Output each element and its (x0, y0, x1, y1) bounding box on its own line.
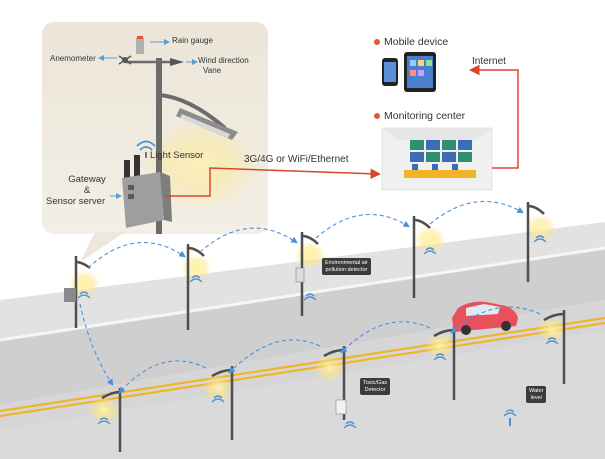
sensor-server-label: Sensor server (46, 196, 106, 207)
mesh-links (79, 201, 541, 394)
toxic-detector-line1: Toxic/Gas (363, 380, 388, 386)
gateway-box (122, 155, 172, 228)
internet-label: Internet (472, 56, 506, 67)
phone-icon (382, 58, 398, 86)
light-sensor-label: Light Sensor (150, 150, 204, 161)
mobile-device-title-text: Mobile device (384, 36, 449, 48)
anemometer-icon (118, 55, 132, 65)
wind-direction-label: Wind direction (198, 56, 249, 65)
mobile-devices (382, 52, 436, 92)
gateway-amp-label: & (83, 185, 91, 196)
mobile-device-title: Mobile device (374, 36, 448, 48)
video-wall (410, 140, 472, 162)
bullet-dot (374, 39, 380, 46)
wifi-signal-icon (136, 140, 156, 151)
monitoring-center-title-text: Monitoring center (384, 110, 466, 122)
vane-label: Vane (203, 66, 222, 75)
toxic-detector-tag: Toxic/Gas Detector (360, 378, 391, 395)
toxic-detector-line2: Detector (364, 386, 386, 393)
monitoring-center (381, 127, 493, 191)
uplink-arrows (165, 64, 519, 197)
car-icon (452, 301, 518, 335)
gateway-label: Gateway (68, 174, 106, 185)
streetlights-front (88, 310, 568, 452)
water-level-line1: Water (529, 388, 544, 394)
bullet-dot (374, 113, 380, 120)
env-detector-line2: pollution detector (325, 266, 368, 273)
wifi-signal-icon (97, 337, 559, 429)
env-detector-line1: Environmental air (325, 260, 368, 266)
monitoring-center-title: Monitoring center (374, 110, 465, 122)
water-level-line2: level (530, 394, 542, 401)
rain-gauge-label: Rain gauge (172, 36, 213, 45)
tablet-icon (404, 52, 436, 92)
anemometer-label: Anemometer (50, 54, 96, 63)
streetlights-back (64, 202, 556, 330)
env-detector-tag: Environmental air pollution detector (322, 258, 371, 275)
detail-panel (42, 22, 268, 262)
wifi-signal-icon (77, 235, 547, 301)
link-type-label: 3G/4G or WiFi/Ethernet (244, 154, 349, 165)
water-level-tag: Water level (526, 386, 547, 403)
wind-vane-icon (170, 58, 184, 66)
